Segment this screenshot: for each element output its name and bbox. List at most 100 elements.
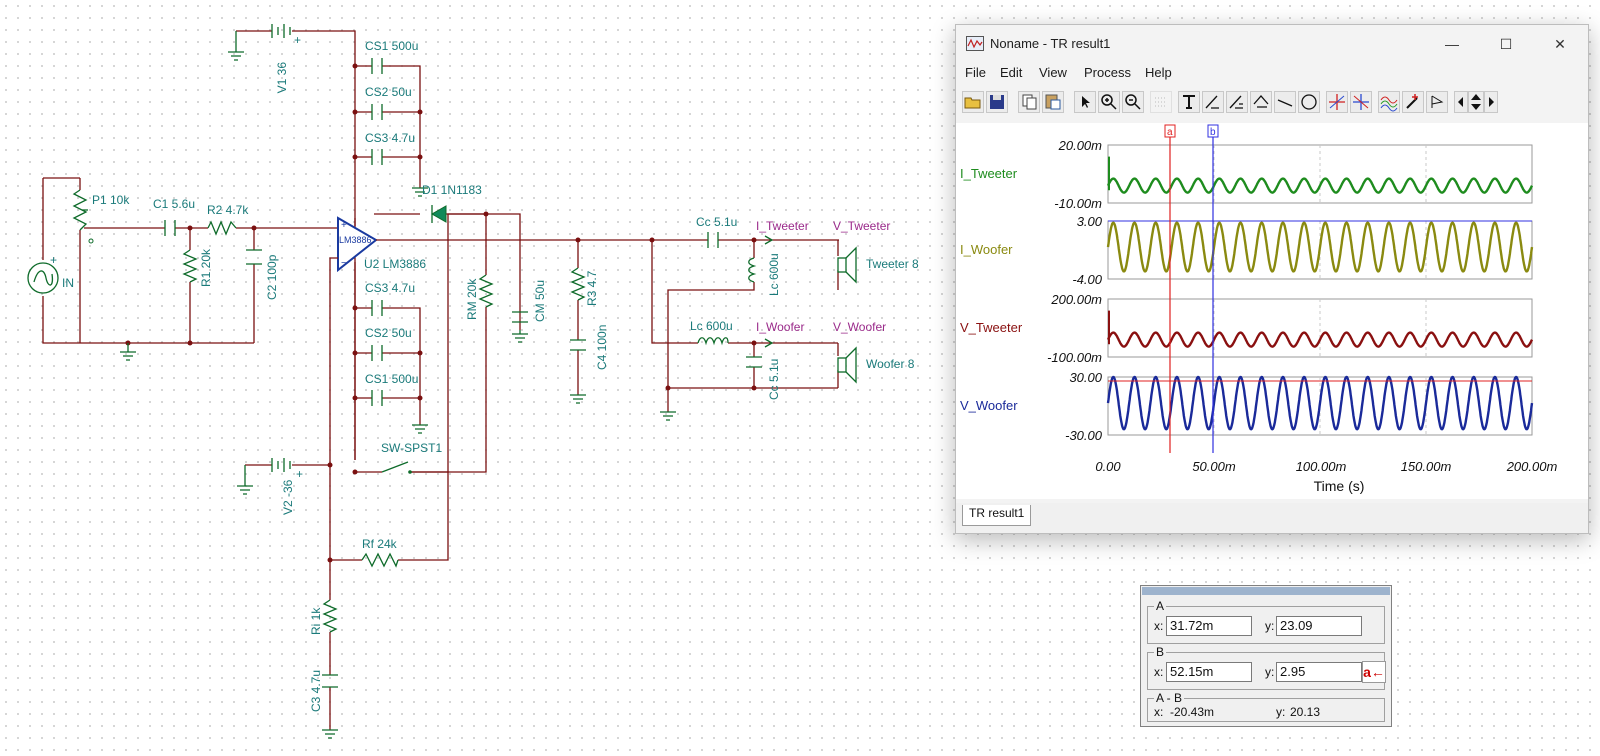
annotate-icon[interactable] bbox=[1250, 91, 1272, 113]
cursor-b-group: B x: 52.15m y: 2.95 a← bbox=[1147, 645, 1386, 690]
cursor-a-y-field[interactable]: 23.09 bbox=[1276, 616, 1362, 636]
svg-text:+: + bbox=[341, 220, 347, 231]
menu-bar: File Edit View Process Help bbox=[956, 63, 1588, 85]
ri-label: Ri 1k bbox=[309, 607, 323, 635]
cursor-b-title: B bbox=[1154, 645, 1167, 659]
r2-label: R2 4.7k bbox=[207, 203, 249, 217]
line-tool-icon[interactable] bbox=[1274, 91, 1296, 113]
u2-opamp[interactable]: + − LM3886 U2 LM3886 bbox=[329, 216, 652, 560]
svg-text:+: + bbox=[296, 467, 303, 481]
open-folder-icon[interactable] bbox=[962, 91, 984, 113]
text-tool-icon[interactable] bbox=[1178, 91, 1200, 113]
sw-label: SW-SPST1 bbox=[381, 441, 442, 455]
minimize-button[interactable]: — bbox=[1445, 36, 1459, 52]
menu-help[interactable]: Help bbox=[1145, 65, 1172, 80]
scroll-right-icon[interactable] bbox=[1484, 91, 1498, 113]
waveform-app-icon bbox=[966, 36, 984, 51]
v2-label: V2 -36 bbox=[281, 479, 295, 515]
scroll-left-icon[interactable] bbox=[1454, 91, 1468, 113]
p1-label: P1 10k bbox=[92, 193, 130, 207]
v1-battery[interactable]: + V1 36 bbox=[228, 24, 356, 460]
c3-label: C3 4.7u bbox=[309, 670, 323, 712]
y-tick-bottom-0: -10.00m bbox=[1054, 196, 1102, 211]
series-line-2[interactable] bbox=[1106, 331, 1534, 348]
swap-cursor-button[interactable]: a← bbox=[1362, 661, 1386, 683]
v2-battery[interactable]: + V2 -36 bbox=[237, 458, 333, 515]
cursor-panel-header[interactable] bbox=[1142, 587, 1390, 595]
transient-plot[interactable]: 20.00m-10.00mI_Tweeter3.00-4.00I_Woofer2… bbox=[956, 123, 1588, 499]
tr-result-window[interactable]: Noname - TR result1 — ☐ ✕ File Edit View… bbox=[955, 24, 1589, 534]
woofer-speaker-icon[interactable] bbox=[837, 346, 857, 384]
menu-view[interactable]: View bbox=[1039, 65, 1067, 80]
zoom-100-icon[interactable] bbox=[1122, 91, 1144, 113]
rm-cm-network[interactable]: RM 20k CM 50u bbox=[410, 211, 547, 473]
y-tick-bottom-2: -100.00m bbox=[1047, 350, 1102, 365]
cursor-a-title: A bbox=[1154, 599, 1167, 613]
cursor-a-x-field[interactable]: 31.72m bbox=[1166, 616, 1252, 636]
maximize-button[interactable]: ☐ bbox=[1499, 36, 1513, 52]
input-network[interactable]: + IN P1 10k C1 5.6u R2 4.7k R1 20k C2 10… bbox=[27, 177, 338, 361]
title-bar[interactable]: Noname - TR result1 — ☐ ✕ bbox=[956, 25, 1588, 63]
flag-icon[interactable] bbox=[1426, 91, 1448, 113]
menu-edit[interactable]: Edit bbox=[1000, 65, 1023, 80]
y-tick-top-3: 30.00 bbox=[1069, 370, 1102, 385]
in-label: IN bbox=[62, 276, 74, 290]
sw-spst1-switch[interactable]: SW-SPST1 bbox=[352, 441, 449, 475]
schematic-canvas[interactable]: + V1 36 CS1 500u CS2 50u CS3 4.7u D1 1N1… bbox=[0, 0, 950, 756]
pointer-icon[interactable] bbox=[1074, 91, 1096, 113]
cs1-top-label: CS1 500u bbox=[365, 39, 418, 53]
probe-icon[interactable] bbox=[1402, 91, 1424, 113]
zoom-in-icon[interactable] bbox=[1098, 91, 1120, 113]
cursor-readout-panel[interactable]: A x: 31.72m y: 23.09 B x: 52.15m y: 2.95… bbox=[1140, 585, 1392, 727]
u2-label: U2 LM3886 bbox=[364, 257, 426, 271]
cs3-top-label: CS3 4.7u bbox=[365, 131, 415, 145]
feedback-network[interactable]: Rf 24k Ri 1k C3 4.7u bbox=[309, 213, 486, 739]
x-tick-2: 100.00m bbox=[1296, 459, 1347, 474]
r1-label: R1 20k bbox=[199, 248, 213, 287]
cursor-b-icon[interactable] bbox=[1350, 91, 1372, 113]
close-button[interactable]: ✕ bbox=[1554, 36, 1566, 52]
x-tick-0: 0.00 bbox=[1095, 459, 1121, 474]
top-capacitor-bank[interactable]: CS1 500u CS2 50u CS3 4.7u bbox=[352, 39, 429, 197]
lc-bot-label: Lc 600u bbox=[690, 319, 733, 333]
paste-icon[interactable] bbox=[1042, 91, 1064, 113]
cursor-b[interactable]: b bbox=[1207, 124, 1219, 453]
cursor-b-x-label: x: bbox=[1154, 665, 1164, 679]
cursor-b-y-label: y: bbox=[1265, 665, 1275, 679]
y-tick-top-0: 20.00m bbox=[1058, 138, 1103, 153]
cursor-b-x-field[interactable]: 52.15m bbox=[1166, 662, 1252, 682]
label-tool-icon[interactable] bbox=[1202, 91, 1224, 113]
rf-label: Rf 24k bbox=[362, 537, 398, 551]
curves-icon[interactable] bbox=[1378, 91, 1400, 113]
menu-process[interactable]: Process bbox=[1084, 65, 1131, 80]
x-axis-label: Time (s) bbox=[1314, 478, 1365, 494]
cs2-bot-label: CS2 50u bbox=[365, 326, 412, 340]
v1-label: V1 36 bbox=[275, 62, 289, 94]
zobel-network[interactable]: R3 4.7 C4 100n bbox=[570, 237, 609, 404]
crossover-network[interactable]: Cc 5.1u Lc 600u Lc 600u Cc 5.1u Tweeter … bbox=[649, 215, 920, 421]
label-tool-2-icon[interactable] bbox=[1226, 91, 1248, 113]
bottom-capacitor-bank[interactable]: CS3 4.7u CS2 50u CS1 500u bbox=[352, 281, 429, 434]
d1-label: D1 1N1183 bbox=[422, 183, 482, 197]
tab-tr-result1[interactable]: TR result1 bbox=[962, 505, 1032, 526]
copy-icon[interactable] bbox=[1018, 91, 1040, 113]
window-title: Noname - TR result1 bbox=[990, 36, 1111, 51]
cursor-b-tag: b bbox=[1210, 127, 1216, 138]
cursor-a[interactable]: a bbox=[1164, 124, 1176, 453]
scroll-updown-icon[interactable] bbox=[1468, 91, 1484, 113]
cs1-bot-label: CS1 500u bbox=[365, 372, 418, 386]
series-line-0[interactable] bbox=[1106, 177, 1534, 194]
series-line-1[interactable] bbox=[1106, 221, 1534, 273]
cursor-b-y-field[interactable]: 2.95 bbox=[1276, 662, 1362, 682]
grid-icon[interactable] bbox=[1150, 91, 1172, 113]
r3-label: R3 4.7 bbox=[585, 270, 599, 306]
save-icon[interactable] bbox=[986, 91, 1008, 113]
y-tick-bottom-1: -4.00 bbox=[1072, 272, 1102, 287]
series-name-1: I_Woofer bbox=[960, 242, 1013, 257]
menu-file[interactable]: File bbox=[965, 65, 986, 80]
circle-tool-icon[interactable] bbox=[1298, 91, 1320, 113]
x-tick-1: 50.00m bbox=[1192, 459, 1236, 474]
cursor-a-icon[interactable] bbox=[1326, 91, 1348, 113]
tweeter-speaker-icon[interactable] bbox=[837, 246, 857, 284]
